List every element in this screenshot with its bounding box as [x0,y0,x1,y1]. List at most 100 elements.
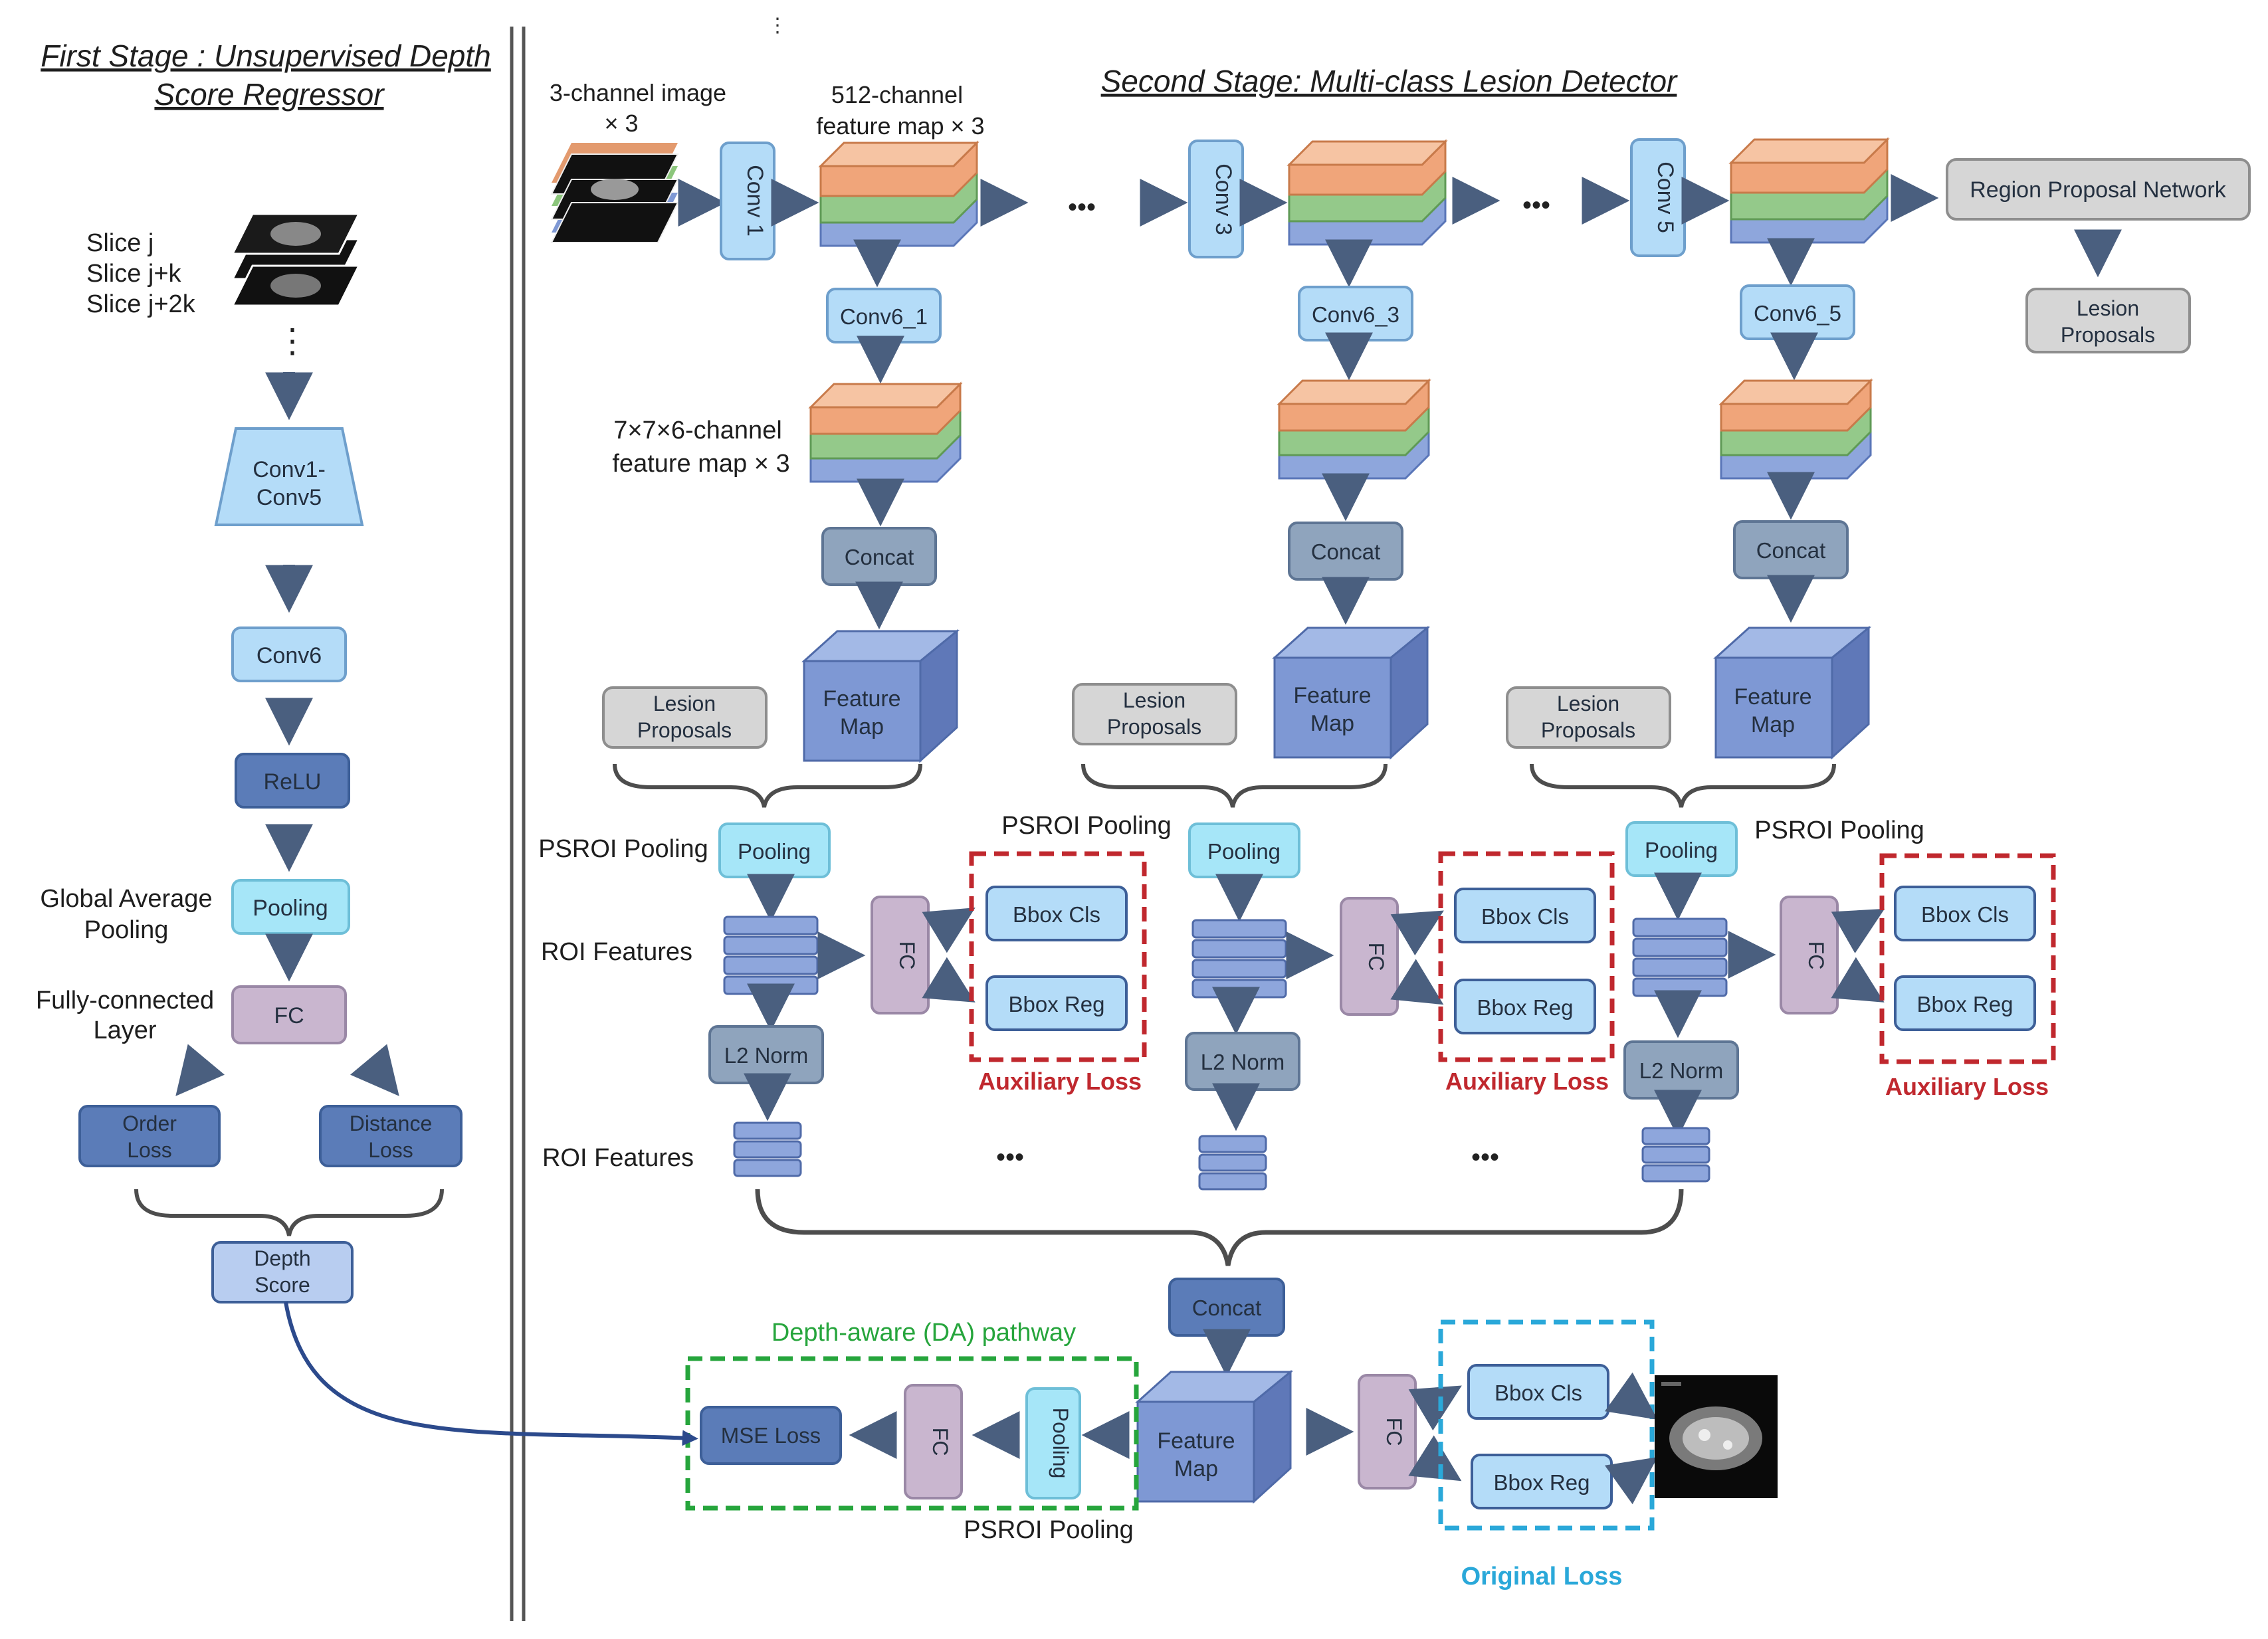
concat-1-label: Concat [845,545,914,569]
bbox-cls-1-label: Bbox Cls [1013,902,1100,927]
l2-norm-1-label: L2 Norm [724,1043,809,1068]
fc-1-block [871,896,930,1014]
auxiliary-loss-box-3 [1438,851,1615,1062]
depth-score-line1: Depth [254,1246,310,1270]
bbox-cls-5-label: Bbox Cls [1921,902,2009,927]
gap-pooling-block [231,879,350,935]
bbox-cls-3-label: Bbox Cls [1481,904,1569,929]
second-stage: Second Stage: Multi-class Lesion Detecto… [284,64,2251,1591]
arrow-fc1-cls [922,908,976,953]
roi-small-stack-5 [1641,1127,1710,1183]
gap-pooling-label: Pooling [253,896,328,921]
rpn-proposals-line1: Lesion [2077,296,2139,320]
roi-feature-stack-3 [1191,919,1287,999]
top-dots: ⋮ [768,15,787,37]
auxiliary-loss-label-3: Auxiliary Loss [1445,1068,1609,1095]
feature-map-cube-3 [1272,625,1431,760]
feature-map-cube-final [1135,1369,1294,1504]
input-label-line2: × 3 [604,110,638,137]
mse-loss-label: MSE Loss [721,1423,821,1448]
bbox-cls-1-block [985,886,1128,941]
pooling-3-label: Pooling [1207,839,1281,864]
distance-loss-block [319,1105,463,1167]
arrow-fc3-cls [1390,910,1444,956]
arrow-fc3-reg [1390,959,1444,1005]
roi-small-stack-1 [733,1121,802,1177]
fc-5-label: FC [1804,941,1828,970]
slice-j-plus-k: Slice j+k [86,260,182,288]
feature-map-stack-5 [1728,137,1890,244]
small-featmap-label-line1: 7×7×6-channel [613,417,782,444]
first-stage-fc-label: FC [274,1003,304,1028]
auxiliary-loss-label-5: Auxiliary Loss [1885,1073,2049,1100]
arrow-fc-order [175,1044,225,1096]
depth-score-line2: Score [255,1273,310,1297]
bbox-reg-1-block [985,975,1128,1031]
distance-loss-line1: Distance [350,1111,433,1135]
auxiliary-loss-box-5 [1879,853,2056,1064]
psroi-label-1-top: PSROI Pooling [1001,812,1172,840]
ct-slice-stack [231,213,361,307]
slice-j-plus-2k: Slice j+2k [86,290,196,318]
da-pooling-block [1025,1387,1081,1499]
lesion-proposals-5-line1: Lesion [1557,692,1619,716]
feature-map-final-line1: Feature [1157,1428,1235,1454]
arrow-fc5-reg [1831,957,1885,1003]
fc-1-label: FC [895,941,919,970]
bbox-reg-5-block [1894,975,2036,1031]
featmap-label-line1: 512-channel [831,81,963,108]
order-loss-line2: Loss [127,1138,172,1162]
roi-feature-stack-1 [723,916,819,995]
arrow-cls-output [1604,1372,1658,1420]
bbox-reg-1-label: Bbox Reg [1009,992,1105,1016]
depth-score-to-mse-connector [284,1302,698,1446]
order-loss-block [78,1105,221,1167]
small-feature-map-stack-5 [1718,378,1873,480]
input-image-stack [550,143,679,243]
da-fc-label: FC [928,1428,952,1456]
feature-map-cube-1 [801,628,960,763]
pooling-1-label: Pooling [738,839,811,864]
arrow-fc1-reg [922,957,976,1003]
psroi-label-bottom: PSROI Pooling [964,1516,1134,1544]
rpn-block [1946,158,2251,221]
feature-map-stack-3 [1287,139,1448,246]
first-stage-title-line2: Score Regressor [154,77,385,112]
final-bbox-cls-label: Bbox Cls [1495,1381,1582,1405]
conv6-3-label: Conv6_3 [1312,302,1399,327]
brace-3 [1081,763,1388,808]
dots-mid-2: ••• [1471,1143,1499,1172]
conv1-conv5-block [214,427,364,526]
final-fc-block [1358,1374,1417,1490]
pooling-5-label: Pooling [1645,838,1718,862]
fc-label-line1: Fully-connected [36,987,214,1014]
conv5-label: Conv 5 [1653,161,1678,233]
conv6-1-label: Conv6_1 [840,304,928,329]
feature-map-3-line2: Map [1310,711,1354,736]
vertical-dots: ⋮ [276,322,309,359]
conv1-label: Conv 1 [742,165,768,237]
dots-mid-1: ••• [996,1143,1024,1172]
dots-top-1: ••• [1068,193,1096,222]
gap-label-line1: Global Average [40,885,212,913]
original-loss-box [1438,1319,1655,1531]
depth-score-block [211,1241,354,1303]
psroi-label-5: PSROI Pooling [1754,817,1924,844]
input-label-line1: 3-channel image [550,79,726,106]
relu-block [235,753,350,809]
fc-3-label: FC [1364,943,1388,971]
feature-map-stack-1 [818,140,979,247]
fc-5-block [1780,896,1839,1014]
bbox-reg-3-label: Bbox Reg [1477,995,1574,1020]
fc-label-line2: Layer [93,1016,156,1044]
gap-label-line2: Pooling [84,916,169,944]
lesion-proposals-3-line2: Proposals [1107,715,1201,739]
concat-5-label: Concat [1756,538,1826,563]
psroi-label-1: PSROI Pooling [538,835,708,863]
conv6-block [231,627,347,682]
bbox-reg-3-block [1454,979,1596,1034]
relu-label: ReLU [264,769,322,795]
small-featmap-label-line2: feature map × 3 [612,450,789,478]
distance-loss-line2: Loss [368,1138,413,1162]
